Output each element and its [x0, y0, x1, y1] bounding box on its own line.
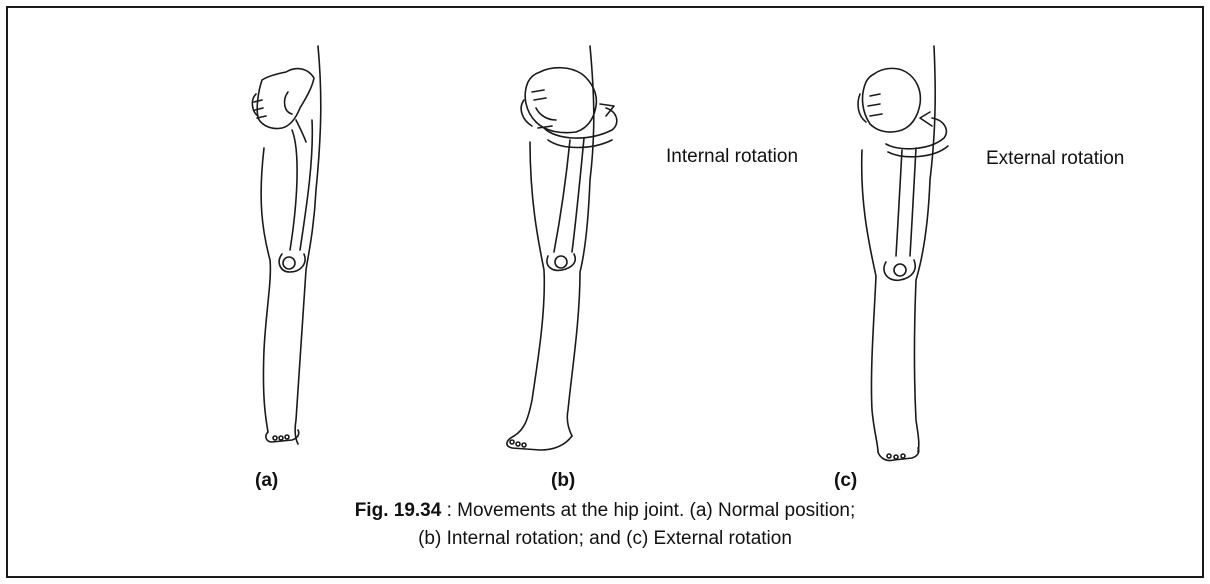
leg-internal-rotation	[507, 46, 617, 450]
figure-caption-line-2: (b) Internal rotation; and (c) External …	[0, 528, 1210, 550]
panel-b-tag: (b)	[551, 470, 575, 492]
caption-text-1: Movements at the hip joint. (a) Normal p…	[457, 500, 855, 521]
panel-a-tag: (a)	[255, 470, 278, 492]
figure-caption-line-1: Fig. 19.34 : Movements at the hip joint.…	[0, 500, 1210, 522]
figure-number: Fig. 19.34	[355, 500, 442, 521]
caption-separator: :	[441, 500, 457, 521]
external-rotation-label: External rotation	[986, 148, 1124, 170]
leg-normal-position	[252, 46, 320, 444]
panel-c-tag: (c)	[834, 470, 857, 492]
internal-rotation-label: Internal rotation	[666, 146, 798, 168]
leg-external-rotation	[858, 46, 948, 461]
